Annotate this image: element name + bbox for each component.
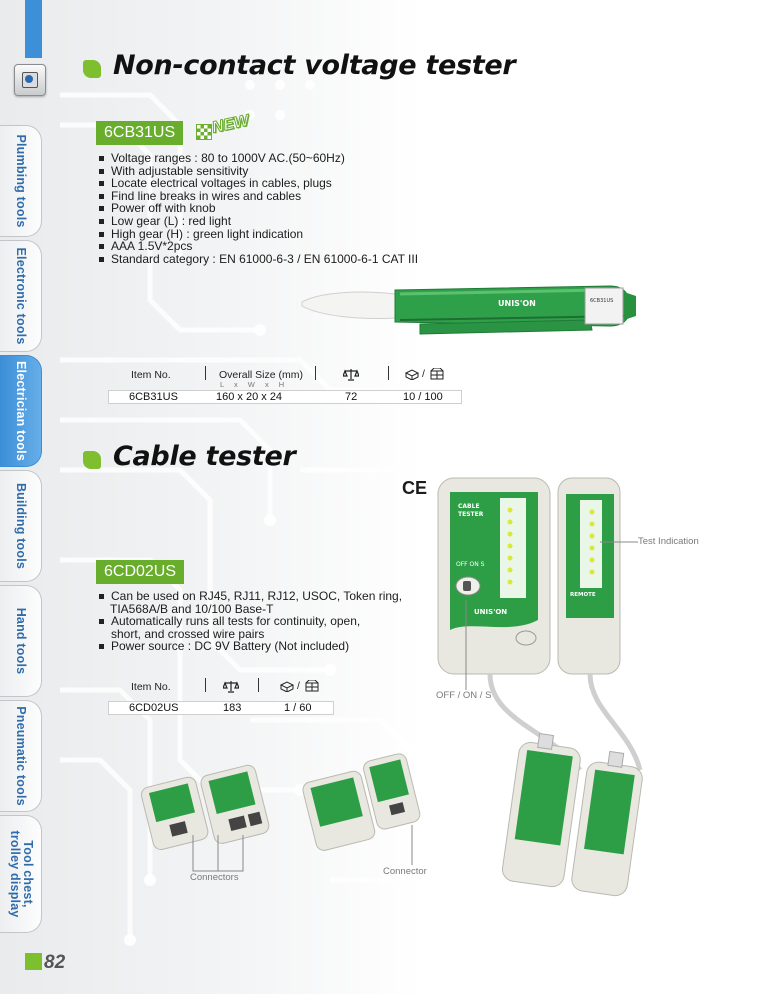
connectors-label: Connectors <box>190 872 239 883</box>
voltage-tester-image: UNIS'ON 6CB31US <box>301 285 636 335</box>
list-item: TIA568A/B and 10/100 Base-T <box>98 601 402 616</box>
annotation-leader <box>465 600 467 690</box>
list-item: Low gear (L) : red light <box>98 215 418 228</box>
device-brand: UNIS'ON <box>474 608 507 616</box>
new-badge: NEW <box>196 112 256 142</box>
checker-icon <box>196 124 212 140</box>
tab-label: Plumbing tools <box>13 134 28 228</box>
item-no-header: Item No. <box>131 369 171 381</box>
column-divider <box>258 678 259 692</box>
carton-icon <box>305 680 319 692</box>
list-item: Power off with knob <box>98 202 418 215</box>
list-item: short, and crossed wire pairs <box>111 626 265 641</box>
column-divider <box>205 366 206 380</box>
list-item: AAA 1.5V*2pcs <box>98 240 418 253</box>
tab-electrician-tools[interactable]: Electrician tools <box>0 355 42 467</box>
model-tag: 6CD02US <box>96 560 185 584</box>
new-label: NEW <box>210 112 251 137</box>
weight-cell: 72 <box>345 391 358 403</box>
device-title-line1: CABLE <box>458 503 480 510</box>
test-indication-label: Test Indication <box>638 536 699 547</box>
annotation-leader <box>600 541 638 543</box>
tab-plumbing-tools[interactable]: Plumbing tools <box>0 125 42 237</box>
list-item: Locate electrical voltages in cables, pl… <box>98 177 418 190</box>
pack-separator: / <box>422 368 425 380</box>
tab-label-line1: Tool chest, <box>20 840 35 908</box>
list-item: Voltage ranges : 80 to 1000V AC.(50~60Hz… <box>98 152 418 165</box>
pack-separator: / <box>297 680 300 692</box>
list-item: Standard category : EN 61000-6-3 / EN 61… <box>98 253 418 266</box>
annotation-leader <box>411 825 413 865</box>
tab-label: Electronic tools <box>13 247 28 345</box>
size-cell: 160 x 20 x 24 <box>216 391 283 403</box>
switch-annotation: OFF / ON / S <box>436 690 492 701</box>
tab-label: Hand tools <box>13 607 28 675</box>
list-item: Find line breaks in wires and cables <box>98 190 418 203</box>
item-no-header: Item No. <box>131 681 171 693</box>
table-row: 6CD02US 183 1 / 60 <box>108 701 334 715</box>
weight-scale-icon <box>343 369 359 381</box>
connectors-view-image <box>140 764 270 851</box>
inner-box-icon <box>405 369 419 380</box>
annotation-leader <box>192 835 244 872</box>
section-title: Cable tester <box>113 441 296 472</box>
list-item: High gear (H) : green light indication <box>98 227 418 241</box>
tab-hand-tools[interactable]: Hand tools <box>0 585 42 697</box>
weight-scale-icon <box>223 681 239 693</box>
tab-label-line2: trolley display <box>7 830 22 918</box>
tab-electronic-tools[interactable]: Electronic tools <box>0 240 42 352</box>
tab-label: Building tools <box>13 482 28 570</box>
table-row: 6CB31US 160 x 20 x 24 72 10 / 100 <box>108 390 462 404</box>
heading-marker <box>83 451 101 469</box>
column-divider <box>315 366 316 380</box>
switch-label: OFF ON S <box>456 561 485 568</box>
size-sub-labels: L x W x H <box>220 380 289 389</box>
tab-tool-chest-trolley-display[interactable]: Tool chest, trolley display <box>0 815 42 933</box>
cable-tester-cabled-image <box>501 732 643 897</box>
tab-building-tools[interactable]: Building tools <box>0 470 42 582</box>
pen-model: 6CB31US <box>590 298 613 304</box>
list-item: Can be used on RJ45, RJ11, RJ12, USOC, T… <box>98 590 402 603</box>
inner-box-icon <box>280 681 294 692</box>
page-number: 82 <box>44 952 66 973</box>
page-number-marker <box>25 953 42 970</box>
overall-size-header: Overall Size (mm) <box>219 369 304 381</box>
pen-brand: UNIS'ON <box>498 299 536 308</box>
ce-mark: CE <box>402 478 428 498</box>
pack-cell: 1 / 60 <box>284 702 312 714</box>
heading-marker <box>83 60 101 78</box>
column-divider <box>205 678 206 692</box>
item-no-cell: 6CD02US <box>129 702 179 714</box>
tab-pneumatic-tools[interactable]: Pneumatic tools <box>0 700 42 812</box>
item-no-cell: 6CB31US <box>129 391 178 403</box>
tab-label: Electrician tools <box>13 361 28 461</box>
sidebar-top-bar <box>25 0 42 58</box>
list-item: Power source : DC 9V Battery (Not includ… <box>98 640 402 653</box>
list-item: With adjustable sensitivity <box>98 164 418 178</box>
device-title-line2: TESTER <box>458 511 484 518</box>
remote-label: REMOTE <box>570 592 596 598</box>
list-item-continuation: TIA568A/B and 10/100 Base-T <box>110 601 274 616</box>
cable-tester-image: CABLE TESTER OFF ON S UNIS'ON REMOTE <box>437 477 643 772</box>
tab-label: Pneumatic tools <box>13 706 28 806</box>
category-icon[interactable] <box>14 64 46 96</box>
carton-icon <box>430 368 444 380</box>
feature-list: Voltage ranges : 80 to 1000V AC.(50~60Hz… <box>98 152 418 265</box>
section-title: Non-contact voltage tester <box>113 50 516 81</box>
feature-list: Can be used on RJ45, RJ11, RJ12, USOC, T… <box>98 590 402 653</box>
column-divider <box>388 366 389 380</box>
model-tag: 6CB31US <box>96 121 184 145</box>
connector-view-image <box>302 753 421 851</box>
connector-label: Connector <box>383 866 427 877</box>
pack-cell: 10 / 100 <box>403 391 443 403</box>
tab-label: Tool chest, trolley display <box>7 830 35 918</box>
weight-cell: 183 <box>223 702 242 714</box>
list-item: Automatically runs all tests for continu… <box>98 615 402 628</box>
